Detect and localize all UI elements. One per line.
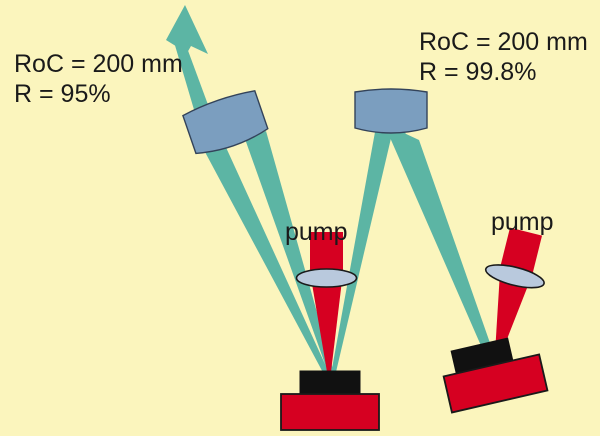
cavity-arm-right-down-2 — [404, 133, 490, 346]
gain-crystal-1-assembly — [280, 370, 380, 431]
pump-beam-left-focused — [310, 272, 343, 372]
left-mirror-roc-label: RoC = 200 mm — [14, 50, 183, 78]
pump-label-right: pump — [491, 208, 554, 236]
output-beam-arrowhead — [166, 5, 208, 54]
cavity-arm-left-inner — [245, 131, 334, 378]
pump-focusing-lens-2 — [484, 264, 545, 289]
right-mirror-reflectivity-label: R = 99.8% — [419, 58, 536, 86]
output-coupler-mirror-body — [182, 90, 269, 155]
pump-beam-right-focused — [494, 266, 533, 361]
pump-beam-right-group — [484, 227, 545, 361]
right-mirror-roc-label: RoC = 200 mm — [419, 28, 588, 56]
cavity-arm-left-outer — [205, 143, 330, 380]
high-reflector-mirror-body — [354, 88, 428, 134]
intracavity-beam-group — [166, 5, 490, 380]
gain-crystal-2-assembly — [442, 337, 549, 414]
gain-crystal-1-mount — [280, 393, 380, 431]
pump-label-left: pump — [285, 218, 348, 246]
pump-beam-left-group — [295, 232, 358, 372]
output-coupler-mirror — [182, 90, 269, 155]
pump-beam-left-collimated — [310, 232, 343, 278]
left-mirror-reflectivity-label: R = 95% — [14, 80, 111, 108]
gain-crystal-2-mount — [442, 353, 549, 414]
cavity-arm-right-down — [388, 132, 486, 348]
high-reflector-mirror — [354, 88, 428, 134]
gain-crystal-1 — [299, 370, 361, 397]
cavity-arm-center-up — [331, 132, 392, 374]
pump-focusing-lens-1 — [295, 268, 358, 288]
